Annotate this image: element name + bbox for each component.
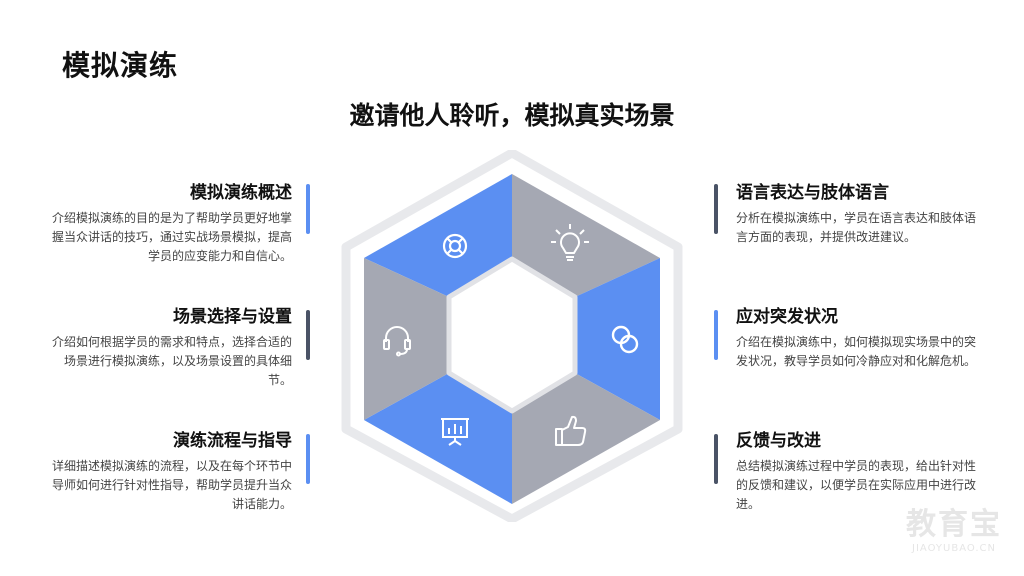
item-title: 场景选择与设置 [173, 307, 292, 327]
headset-icon [383, 326, 411, 357]
hexagon-segment [512, 373, 660, 504]
item-emergency-response: 应对突发状况 介绍在模拟演练中，如何模拟现实场景中的突发状况，教导学员如何冷静应… [736, 302, 986, 371]
watermark: 教育宝 JIAOYUBAO.CN [906, 499, 1002, 554]
item-desc: 总结模拟演练过程中学员的表现，给出针对性的反馈和建议，以便学员在实际应用中进行改… [736, 459, 977, 511]
item-drill-process: 演练流程与指导 详细描述模拟演练的流程，以及在每个环节中导师如何进行针对性指导，… [42, 426, 292, 514]
hexagon-segment [512, 174, 660, 297]
thumbs-up-icon [555, 415, 587, 446]
hexagon-segment [364, 373, 512, 504]
page-title: 模拟演练 [62, 49, 179, 82]
presentation-board-icon [441, 418, 469, 446]
subtitle: 邀请他人聆听，模拟真实场景 [349, 101, 675, 130]
hexagon-diagram [341, 150, 683, 522]
item-title: 演练流程与指导 [173, 431, 292, 451]
accent-bar [714, 184, 718, 234]
watermark-url: JIAOYUBAO.CN [912, 543, 996, 554]
item-language-body: 语言表达与肢体语言 分析在模拟演练中，学员在语言表达和肢体语言方面的表现，并提供… [736, 178, 986, 247]
item-scene-selection: 场景选择与设置 介绍如何根据学员的需求和特点，选择合适的场景进行模拟演练，以及场… [42, 302, 292, 390]
lifebuoy-icon [442, 233, 468, 259]
item-desc: 介绍模拟演练的目的是为了帮助学员更好地掌握当众讲话的技巧，通过实战场景模拟，提高… [51, 211, 292, 263]
accent-bar [306, 184, 310, 234]
accent-bar [714, 434, 718, 484]
rings-icon [611, 325, 639, 354]
item-simulation-overview: 模拟演练概述 介绍模拟演练的目的是为了帮助学员更好地掌握当众讲话的技巧，通过实战… [42, 178, 292, 266]
item-desc: 分析在模拟演练中，学员在语言表达和肢体语言方面的表现，并提供改进建议。 [736, 211, 977, 244]
item-feedback: 反馈与改进 总结模拟演练过程中学员的表现，给出针对性的反馈和建议，以便学员在实际… [736, 426, 986, 514]
accent-bar [714, 310, 718, 360]
lightbulb-icon [551, 224, 589, 261]
item-title: 反馈与改进 [736, 431, 821, 451]
hexagon-segment [575, 258, 660, 420]
item-desc: 介绍在模拟演练中，如何模拟现实场景中的突发状况，教导学员如何冷静应对和化解危机。 [736, 335, 977, 368]
hexagon-frame [341, 150, 683, 522]
item-desc: 介绍如何根据学员的需求和特点，选择合适的场景进行模拟演练，以及场景设置的具体细节… [51, 335, 292, 387]
item-title: 模拟演练概述 [190, 183, 292, 203]
hexagon-segment [364, 174, 512, 297]
item-title: 语言表达与肢体语言 [736, 183, 889, 203]
accent-bar [306, 310, 310, 360]
item-title: 应对突发状况 [736, 307, 838, 327]
accent-bar [306, 434, 310, 484]
watermark-logo-text: 教育宝 [906, 507, 1002, 542]
hexagon-center [446, 256, 578, 414]
item-desc: 详细描述模拟演练的流程，以及在每个环节中导师如何进行针对性指导，帮助学员提升当众… [51, 459, 292, 511]
